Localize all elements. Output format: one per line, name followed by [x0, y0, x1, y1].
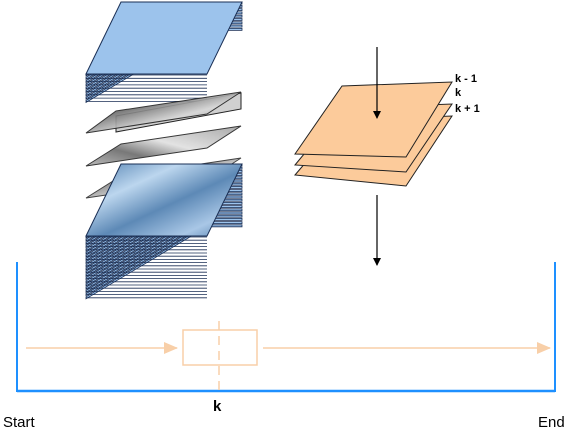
current-position-box: [182, 329, 258, 366]
slice-label-prev: k - 1: [455, 73, 477, 85]
slice-label-next: k + 1: [455, 103, 480, 115]
timeline-marker-label: k: [213, 398, 222, 415]
image-slice-middle: [85, 125, 242, 167]
timeline: [16, 262, 556, 393]
upper-volume-top-face: [85, 1, 243, 75]
slice-label-current: k: [455, 87, 462, 99]
lower-volume-top-face: [85, 163, 243, 237]
upper-volume-stack: [85, 1, 243, 104]
timeline-end-label: End: [538, 414, 565, 431]
timeline-start-label: Start: [3, 414, 36, 431]
lower-volume-stack: [85, 163, 243, 300]
peach-slice-stack: [293, 81, 453, 187]
image-slice-upper-face: [85, 91, 242, 134]
peach-slice-prev: [294, 81, 453, 158]
